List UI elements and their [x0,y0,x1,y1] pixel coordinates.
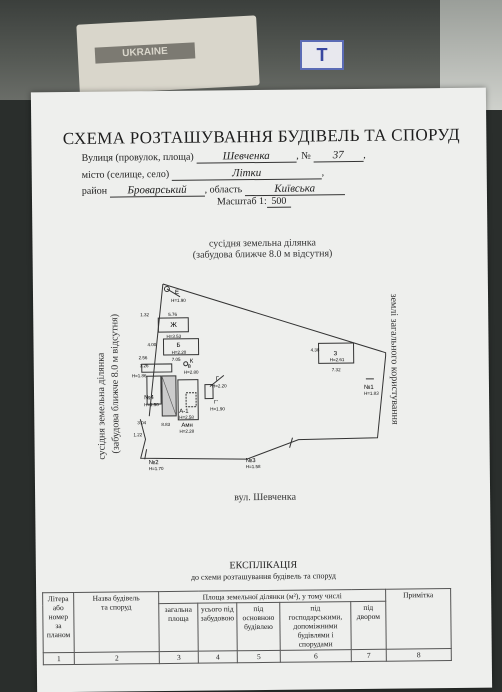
street-bottom-label: вул. Шевченка [205,491,325,503]
label-v-h: Н=2.80 [184,370,199,375]
dim-7-05: 7.05 [172,357,181,362]
explication-table: Літера або номер за планом Назва будівел… [42,588,452,665]
col-num: 5 [237,650,280,662]
building-g1 [186,393,196,407]
label-e-h: Н=1.90 [171,298,186,303]
label-z-h: Н=2.61 [330,357,345,362]
dim-3-04: 3.04 [137,420,146,425]
header-household: під господарськими, допоміжними будівлям… [280,602,351,651]
label-h-left: Н=1.86 [132,373,147,378]
dim-8-83: 8.83 [161,422,170,427]
label-n1-h: Н=1.83 [364,391,379,396]
header-name: Назва будівель та споруд [74,592,160,653]
plot-boundary [139,282,387,461]
dim-5-76: 5.76 [168,312,177,317]
label-b-h: Н=2.20 [172,350,187,355]
header-note: Примітка [386,589,452,650]
dim-2-56: 2.56 [139,355,148,360]
dim-1-22: 1.22 [133,432,142,437]
col-num: 6 [280,650,351,663]
dim-4-38: 4.38 [311,347,320,352]
col-num: 4 [198,651,237,663]
header-built: усього під забудовою [198,603,238,651]
header-total: загальна площа [159,603,199,651]
col-num: 1 [43,652,74,664]
label-amn-h: Н=2.28 [179,429,194,434]
label-n4: №4 [144,394,155,401]
label-n3-h: Н=1.58 [246,464,261,469]
well-e-symbol [164,286,169,291]
header-yard: під двором [351,601,387,649]
col-num: 8 [386,649,451,662]
label-zh-h: Н=3.53 [166,334,181,339]
background-sign: Т [300,40,344,70]
n2-marker [145,449,147,459]
label-g-h: Н=2.20 [212,383,227,388]
header-main: під основною будівлею [237,602,281,650]
label-k: К [190,359,194,365]
label-n4-h: Н=1.50 [144,402,159,407]
col-num: 3 [159,651,198,663]
dim-1-32: 1.32 [140,312,149,317]
col-num: 7 [351,649,386,661]
site-plan: Е Н=1.90 1.32 5.76 Ж Н=3.53 4.00 Б Н=2.2… [31,88,491,593]
label-n2-h: Н=1.70 [149,466,164,471]
label-g1: Г' [214,399,218,405]
label-b: Б [177,343,181,349]
dim-7-32: 7.32 [332,367,341,372]
label-zh: Ж [170,322,177,329]
document-page: СХЕМА РОЗТАШУВАННЯ БУДІВЕЛЬ ТА СПОРУД Ву… [31,88,492,692]
label-e: Е [175,290,179,296]
label-a1-h: Н=2.58 [179,415,194,420]
dim-3-26: 3.26 [140,363,149,368]
col-num: 2 [74,652,159,665]
dim-4-00: 4.00 [147,342,156,347]
header-letter: Літера або номер за планом [43,592,75,652]
label-g1-h: Н=1.90 [210,406,225,411]
